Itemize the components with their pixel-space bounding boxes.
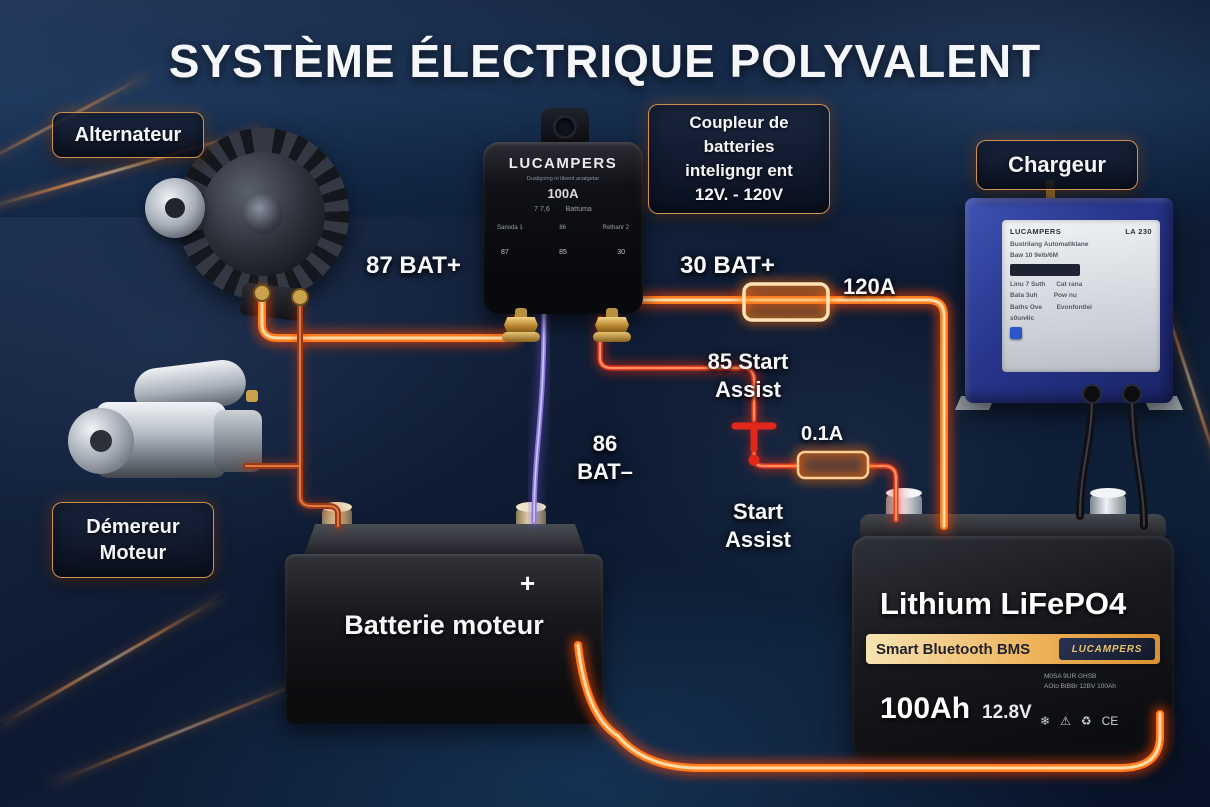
- wire-charger-cables: [1076, 384, 1148, 530]
- callout-starter-line: Démereur: [86, 516, 180, 538]
- ce-mark-icon: CE: [1101, 714, 1119, 728]
- lithium-capacity: 100Ah: [880, 692, 971, 725]
- wire-label-86-bat-minus: 86 BAT–: [568, 430, 642, 485]
- alternator-pulley-hole: [165, 198, 185, 218]
- wire-bat-negative-86: [529, 309, 549, 527]
- wire-ground-bottom-run: [570, 637, 1168, 776]
- charger-button: [1010, 327, 1022, 339]
- lithium-battery-title: Lithium LiFePO4: [880, 586, 1127, 621]
- callout-charger: Chargeur: [976, 140, 1138, 190]
- relay-spec-right: Battuma: [565, 206, 592, 213]
- wire-label-line: Assist: [724, 526, 792, 552]
- post-washer: [502, 332, 540, 342]
- relay-terminal-label: Rethanr 2: [602, 225, 629, 231]
- wire-label-87-bat-plus: 87 BAT+: [366, 252, 461, 279]
- motor-battery: [285, 554, 603, 724]
- callout-coupler: Coupleur de batteries inteligngr ent 12V…: [648, 104, 830, 214]
- callout-alternator: Alternateur: [52, 112, 204, 158]
- post-washer: [593, 332, 631, 342]
- lithium-bms-label: Smart Bluetooth BMS: [876, 640, 1031, 658]
- charger-display: [1010, 264, 1080, 276]
- charger-panel-line: s0un4lc: [1010, 315, 1035, 322]
- charger-panel-header: LUCAMPERS LA 230: [1010, 227, 1152, 236]
- alternator-hub: [243, 194, 283, 234]
- start-assist-switch: [731, 422, 777, 466]
- terminal-cap: [886, 488, 922, 498]
- callout-coupler-line: Coupleur de: [689, 113, 789, 133]
- relay-spec-row: 7 7,6 Battuma: [483, 206, 643, 213]
- charger-brand: LUCAMPERS: [1010, 227, 1062, 236]
- motor-battery-label: Batterie moteur: [344, 610, 544, 640]
- certification-icons: ❄ ⚠ ♻ CE: [1040, 714, 1118, 728]
- terminal-cap: [1090, 488, 1126, 498]
- starter-gear-hub: [90, 430, 112, 452]
- callout-coupler-line: batteries: [703, 137, 775, 157]
- callout-starter: Démereur Moteur: [52, 502, 214, 578]
- charger-panel-line: Baw 10 9elb/6M: [1010, 252, 1059, 259]
- callout-coupler-line: inteligngr ent: [685, 161, 793, 180]
- alternator-stud: [291, 288, 309, 306]
- relay-terminal-row: Sanoda 1 86 Rethanr 2: [483, 225, 643, 231]
- wire-label-line: 85 Start: [707, 349, 789, 374]
- snowflake-icon: ❄: [1040, 714, 1051, 728]
- lithium-capacity-row: 100Ah 12.8V: [880, 692, 1032, 726]
- callout-coupler-line: 12V. - 120V: [694, 184, 784, 204]
- wire-label-line: Assist: [714, 376, 782, 402]
- relay-post-label: 30: [617, 249, 625, 256]
- wire-label-0-1a: 0.1A: [801, 423, 844, 445]
- starter-terminal: [246, 390, 258, 402]
- relay-post-numbers: 87 85 30: [483, 249, 643, 256]
- post-nut: [595, 317, 629, 333]
- lithium-voltage: 12.8V: [982, 702, 1032, 723]
- alternator-stud: [253, 284, 271, 302]
- lithium-brand-badge: LUCAMPERS: [1059, 638, 1155, 660]
- relay-terminal-label: Sanoda 1: [497, 225, 523, 231]
- recycle-icon: ♻: [1080, 714, 1092, 728]
- motor-battery-plus-mark: +: [520, 568, 536, 598]
- post-nut: [504, 317, 538, 333]
- fuse-0-1a: [793, 447, 873, 483]
- wire-label-line: 86: [592, 431, 618, 456]
- callout-starter-line: Moteur: [99, 542, 167, 564]
- callout-charger-label: Chargeur: [1008, 152, 1106, 177]
- charger-panel-line: Baths Ove Evonfontlei: [1010, 303, 1092, 311]
- lithium-spec-line: M0SA 9UR GHSB: [1044, 673, 1097, 680]
- charger-panel-line: Bata 3uh Pow nu: [1010, 292, 1077, 299]
- relay-post-label: 87: [501, 249, 509, 256]
- wire-label-start-assist-switch: Start Assist: [710, 498, 806, 553]
- callout-alternator-label: Alternateur: [74, 123, 182, 146]
- wire-alternator-starter-to-battery: [241, 293, 343, 531]
- charger-panel-line: Bustrilang Automatiklane: [1010, 240, 1089, 248]
- relay-rating: 100A: [547, 186, 579, 201]
- relay-tagline: Dualigning ni tilsent anatgetar: [526, 176, 600, 182]
- warning-icon: ⚠: [1060, 714, 1071, 728]
- page-title: SYSTÈME ÉLECTRIQUE POLYVALENT: [168, 35, 1042, 87]
- fuse-120a: [739, 279, 833, 325]
- relay-post-87: [502, 308, 540, 344]
- relay-spec-left: 7 7,6: [534, 206, 550, 213]
- lithium-spec-line: AOto BtBBr 12BV 100Ah: [1044, 682, 1116, 690]
- relay-post-30: [593, 308, 631, 344]
- charger-panel-line: Linu 7 Suth Cat rana: [1010, 280, 1083, 288]
- relay-post-label: 85: [559, 249, 567, 256]
- wire-label-line: Start: [732, 499, 784, 524]
- wire-label-line: BAT–: [577, 458, 633, 484]
- motor-battery-top: [303, 524, 587, 558]
- lithium-bms-strip: Smart Bluetooth BMS LUCAMPERS: [866, 634, 1160, 664]
- relay-brand: LUCAMPERS: [508, 155, 618, 172]
- wire-label-30-bat-plus: 30 BAT+: [680, 252, 775, 279]
- relay-mounting-hole: [556, 118, 574, 136]
- lithium-spec-text: M0SA 9UR GHSB AOto BtBBr 12BV 100Ah: [1044, 672, 1116, 692]
- charger-panel: LUCAMPERS LA 230 Bustrilang Automatiklan…: [1002, 220, 1160, 372]
- wire-label-85-start-assist: 85 Start Assist: [694, 348, 802, 403]
- charger-pin: [1046, 180, 1055, 200]
- battery-coupler-relay: LUCAMPERS Dualigning ni tilsent anatgeta…: [483, 142, 643, 314]
- relay-terminal-label: 86: [559, 225, 567, 231]
- charger-model: LA 230: [1125, 227, 1152, 236]
- wire-label-120a: 120A: [843, 274, 896, 299]
